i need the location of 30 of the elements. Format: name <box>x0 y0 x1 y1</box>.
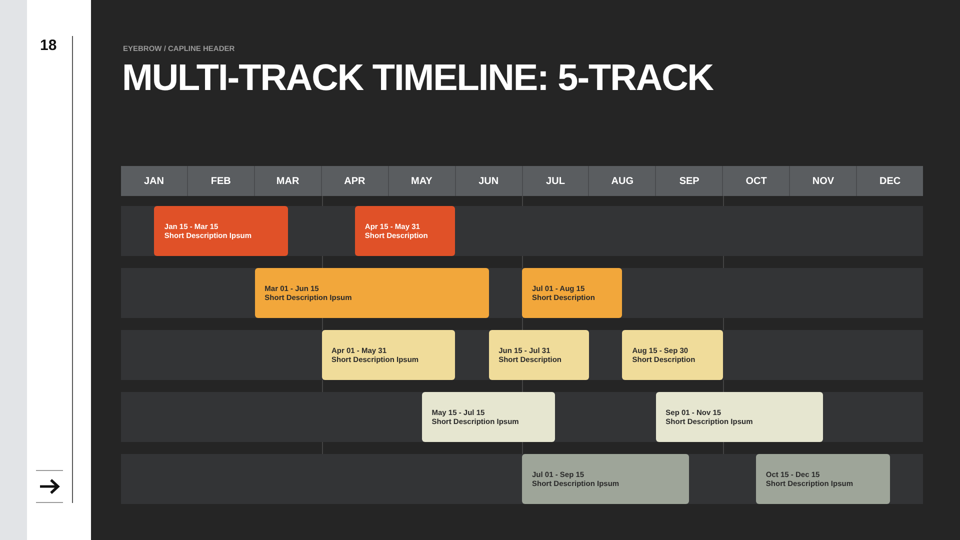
page-number: 18 <box>40 38 57 53</box>
month-header: NOV <box>789 166 856 196</box>
timeline-bar <box>422 392 556 442</box>
month-header: OCT <box>722 166 790 196</box>
month-header: SEP <box>655 166 722 196</box>
timeline-bar <box>488 330 589 380</box>
timeline-bar <box>154 206 288 256</box>
track-band <box>121 268 923 318</box>
month-header: JAN <box>121 166 187 196</box>
month-header: AUG <box>588 166 656 196</box>
track-band <box>121 330 923 380</box>
month-header: MAY <box>388 166 455 196</box>
month-header: MAR <box>254 166 321 196</box>
timeline-bar <box>756 454 890 504</box>
timeline-bar <box>522 268 622 318</box>
month-header: APR <box>320 166 388 196</box>
track-band <box>121 454 923 504</box>
timeline-bar <box>656 392 823 442</box>
slide-title: MULTI-TRACK TIMELINE: 5-TRACK <box>122 56 714 100</box>
track-band <box>121 206 923 256</box>
timeline-bar <box>522 454 690 504</box>
month-header: FEB <box>186 166 254 196</box>
month-header: JUN <box>454 166 522 196</box>
month-header: JUL <box>522 166 588 196</box>
timeline-bar <box>254 268 489 318</box>
timeline-bar <box>622 330 722 380</box>
month-header: DEC <box>856 166 924 196</box>
timeline-bar <box>354 206 456 256</box>
track-band <box>121 392 923 442</box>
timeline-bar <box>322 330 456 380</box>
